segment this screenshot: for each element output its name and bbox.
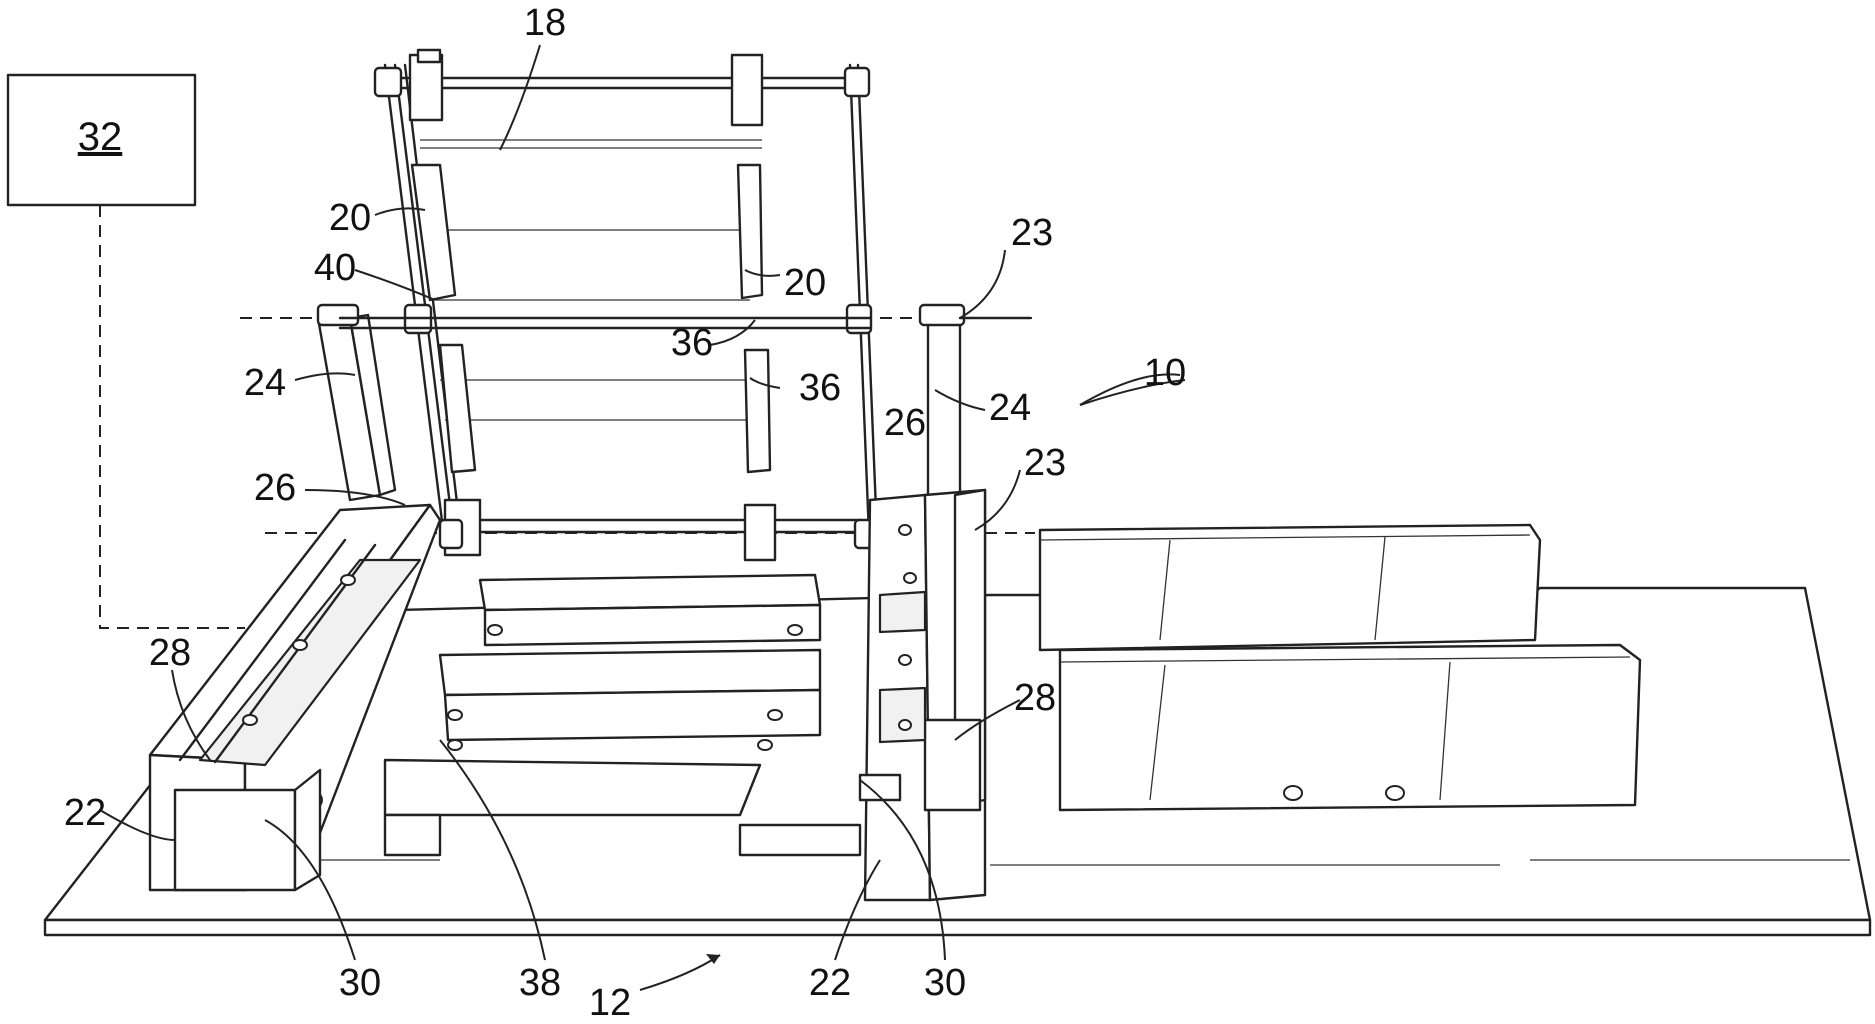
- numeral-frame: 18: [524, 2, 566, 44]
- numeral-pad-right-lower: 36: [799, 367, 841, 409]
- right-guide-assembly: [860, 490, 985, 900]
- numeral-plane-upper: 23: [1011, 212, 1053, 254]
- left-post: [318, 305, 870, 500]
- numeral-base-plate: 12: [589, 982, 631, 1024]
- numeral-rail-right: 28: [1014, 677, 1056, 719]
- numeral-slat: 38: [519, 962, 561, 1004]
- numeral-post-left: 24: [244, 362, 286, 404]
- numeral-groove-left: 30: [339, 962, 381, 1004]
- numeral-assembly: 10: [1144, 352, 1186, 394]
- numeral-upper-pad-right: 20: [784, 262, 826, 304]
- controller-box: 32: [8, 75, 245, 628]
- numeral-plane-lower: 23: [1024, 442, 1066, 484]
- numeral-guide-right: 26: [884, 402, 926, 444]
- numeral-groove-right: 30: [924, 962, 966, 1004]
- upper-frame: [375, 50, 878, 560]
- numeral-base-left: 22: [64, 792, 106, 834]
- numeral-rod-right: 36: [671, 322, 713, 364]
- numeral-rod-left: 40: [314, 247, 356, 289]
- right-panels: [1040, 525, 1640, 810]
- numeral-rail-left: 28: [149, 632, 191, 674]
- numeral-post-right: 24: [989, 387, 1031, 429]
- numeral-guide-left: 26: [254, 467, 296, 509]
- numeral-upper-pad-left: 20: [329, 197, 371, 239]
- controller-label: 32: [78, 115, 123, 159]
- numeral-base-right: 22: [809, 962, 851, 1004]
